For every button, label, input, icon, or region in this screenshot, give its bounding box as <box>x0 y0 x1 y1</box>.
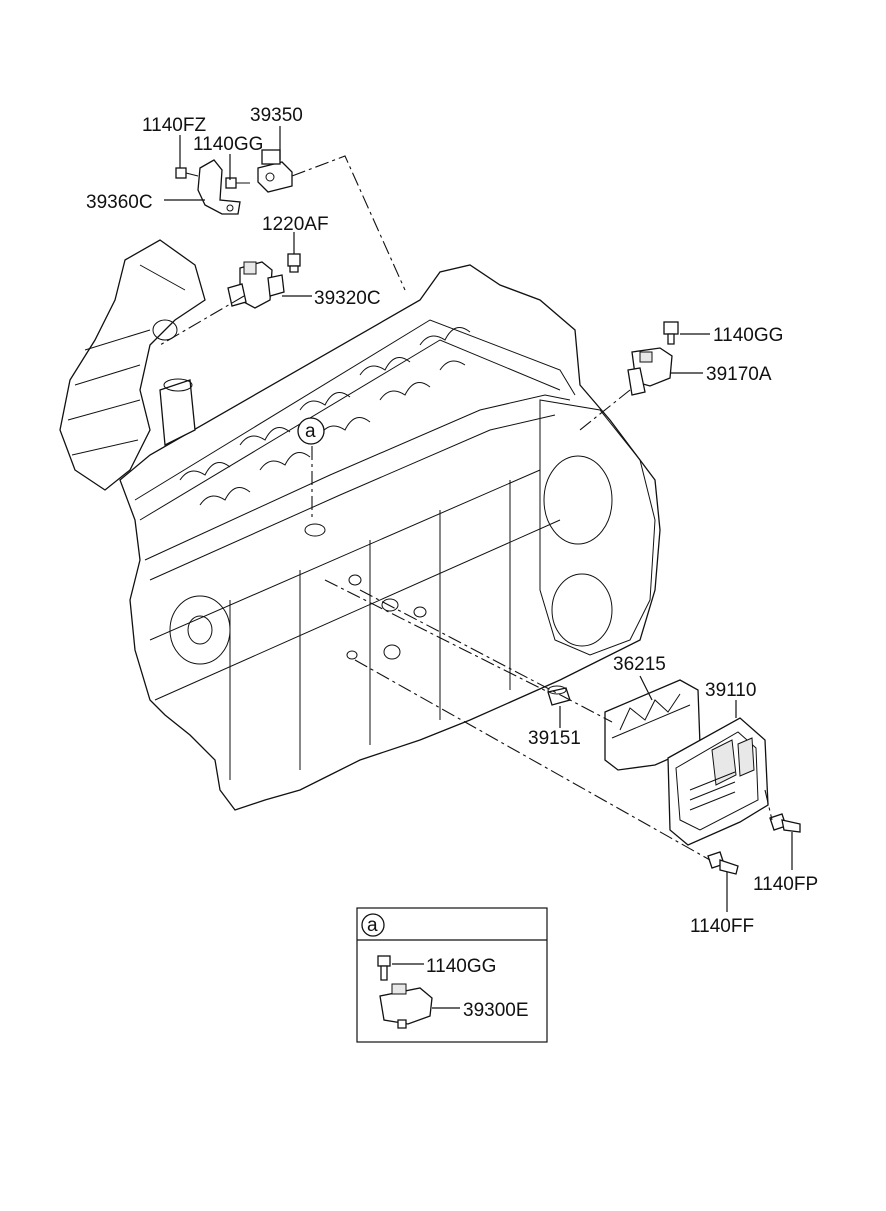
spacer-39151 <box>547 685 571 706</box>
label-detail-39300e: 39300E <box>463 1000 529 1021</box>
sensor-39350 <box>257 149 293 193</box>
label-39360c: 39360C <box>86 192 153 213</box>
label-1140fp: 1140FP <box>753 874 818 895</box>
ecu-39110 <box>667 717 769 846</box>
bolt-1220af <box>287 253 301 273</box>
bolt-1140fp <box>769 813 801 833</box>
label-1140ff: 1140FF <box>690 916 754 937</box>
assembly-dash-lines <box>159 155 773 861</box>
camshaft-sensor-39320c <box>227 261 285 309</box>
label-36215: 36215 <box>613 654 666 675</box>
label-1140gg-right: 1140GG <box>713 325 783 346</box>
intake-pipe <box>59 239 206 491</box>
bracket-39360c <box>197 159 241 215</box>
label-39151: 39151 <box>528 728 581 749</box>
label-39320c: 39320C <box>314 288 381 309</box>
detail-sensor-39300e <box>379 983 460 1029</box>
leader-lines <box>164 126 793 912</box>
label-39110: 39110 <box>705 680 756 701</box>
bolt-1140ff <box>707 851 739 875</box>
label-1220af: 1220AF <box>262 214 329 235</box>
detail-marker-on-engine: a <box>297 417 325 445</box>
detail-box-marker-letter: a <box>367 915 378 936</box>
bolt-1140gg-top <box>225 177 250 189</box>
label-1140gg-top: 1140GG <box>193 134 263 155</box>
engine-block <box>119 264 661 811</box>
detail-box-a: a 1140GG 39300E <box>356 907 548 1043</box>
label-39170a: 39170A <box>706 364 772 385</box>
marker-a-letter: a <box>305 421 316 442</box>
label-detail-1140gg: 1140GG <box>426 956 496 977</box>
bolt-1140gg-right <box>663 321 679 345</box>
label-1140fz: 1140FZ <box>142 115 206 136</box>
label-39350: 39350 <box>250 105 303 126</box>
bolt-1140fz <box>175 167 199 179</box>
detail-bolt-1140gg <box>377 955 424 981</box>
crank-sensor-39170a <box>627 347 673 396</box>
callout-labels: 1140FZ 39350 1140GG 39360C 1220AF 39320C… <box>86 105 818 937</box>
